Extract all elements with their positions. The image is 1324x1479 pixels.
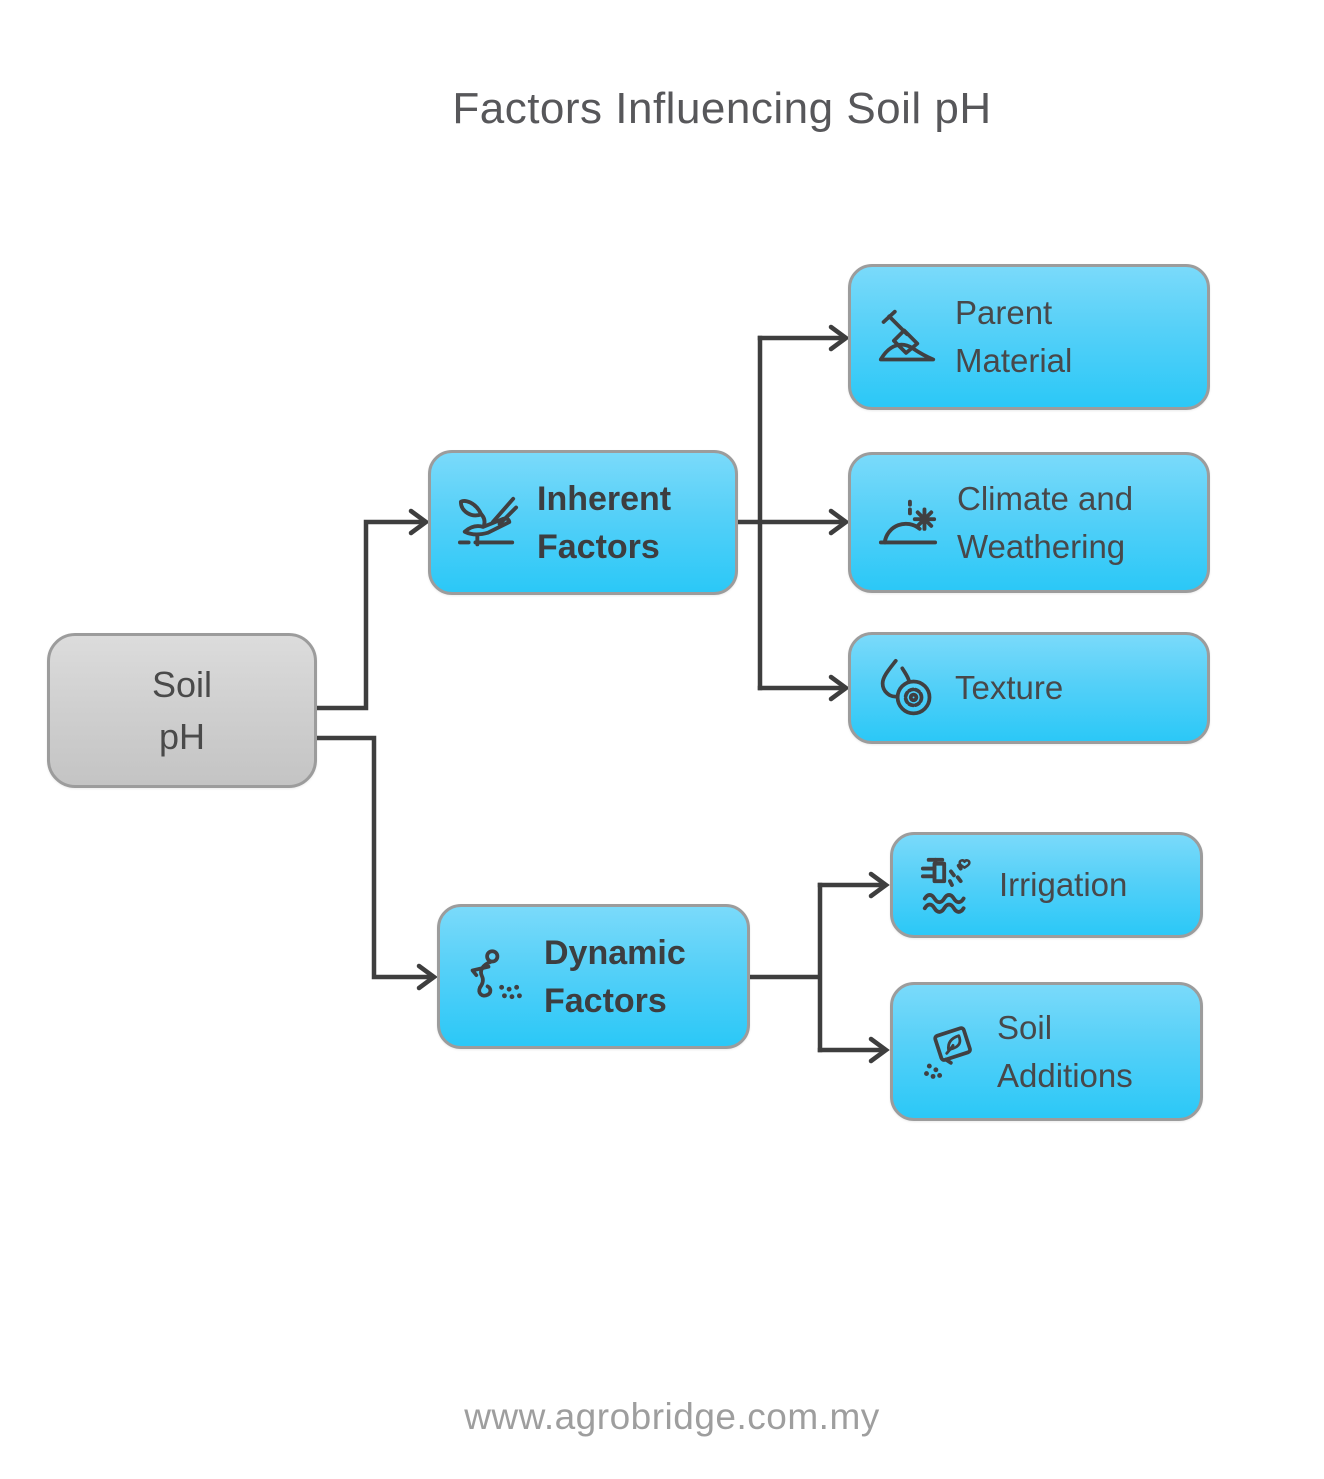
node-irrigation: Irrigation <box>890 832 1203 938</box>
label-line: Material <box>955 342 1073 379</box>
page-title: Factors Influencing Soil pH <box>452 84 992 133</box>
node-label: Soil pH <box>152 659 212 763</box>
node-soil-ph: Soil pH <box>47 633 317 788</box>
node-climate-weathering: Climate and Weathering <box>848 452 1210 593</box>
edge-root-dynamic <box>314 735 433 980</box>
arrowhead <box>416 963 438 991</box>
arrowhead <box>828 508 850 536</box>
label-line: Soil <box>151 663 213 705</box>
arrowhead <box>408 508 430 536</box>
node-label: Parent Material <box>955 289 1072 385</box>
node-parent-material: Parent Material <box>848 264 1210 410</box>
label-line: Additions <box>997 1056 1133 1094</box>
label-line: Inherent <box>537 479 672 518</box>
sunrise-sun-icon <box>877 492 939 554</box>
node-texture: Texture <box>848 632 1210 744</box>
arrowhead <box>828 674 850 702</box>
label-line: Irrigation <box>999 866 1128 903</box>
node-dynamic-factors: Dynamic Factors <box>437 904 750 1049</box>
node-label: Climate and Weathering <box>957 475 1133 571</box>
tap-water-icon <box>919 854 981 916</box>
arrowhead <box>868 1036 890 1064</box>
node-label: Texture <box>955 664 1063 712</box>
sower-icon <box>466 947 526 1007</box>
edge-dynamic-trunk <box>747 882 823 1053</box>
node-soil-additions: Soil Additions <box>890 982 1203 1121</box>
label-line: Climate and <box>957 479 1134 517</box>
label-line: Dynamic <box>544 933 686 972</box>
seed-packet-icon <box>919 1022 979 1082</box>
edge-root-inherent <box>314 519 425 711</box>
node-inherent-factors: Inherent Factors <box>428 450 738 595</box>
label-line: Soil <box>997 1008 1053 1046</box>
label-line: Texture <box>955 669 1064 706</box>
droplet-gear-icon <box>877 658 937 718</box>
label-line: Factors <box>537 527 660 566</box>
node-label: Irrigation <box>999 861 1127 909</box>
node-label: Dynamic Factors <box>544 929 686 1025</box>
label-line: pH <box>158 715 206 757</box>
node-label: Inherent Factors <box>537 475 671 571</box>
node-label: Soil Additions <box>997 1004 1133 1100</box>
arrowhead <box>828 324 850 352</box>
label-line: Parent <box>955 294 1053 331</box>
label-line: Weathering <box>957 527 1126 565</box>
label-line: Factors <box>544 981 667 1020</box>
website-url: www.agrobridge.com.my <box>464 1396 880 1437</box>
shovel-icon <box>877 307 937 367</box>
arrowhead <box>868 871 890 899</box>
sprout-icon <box>457 492 519 554</box>
edge-inherent-trunk <box>735 335 763 691</box>
